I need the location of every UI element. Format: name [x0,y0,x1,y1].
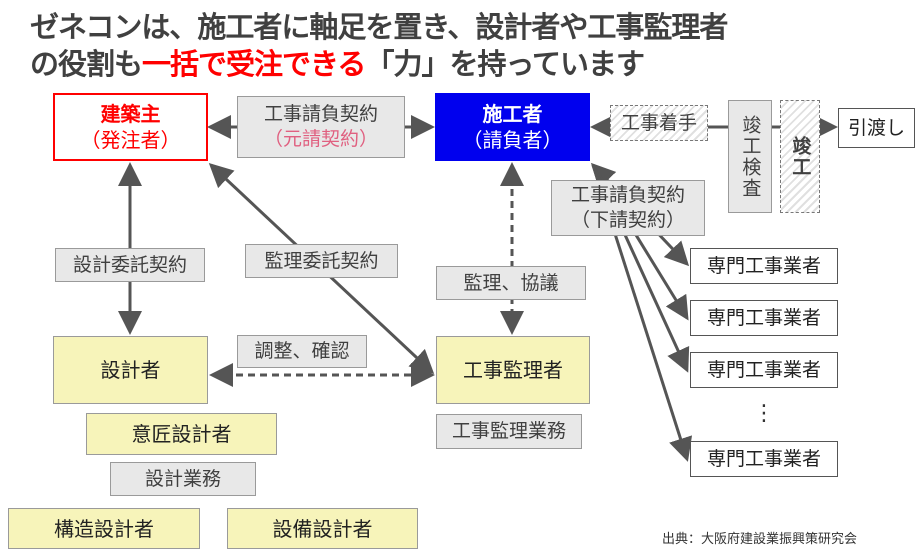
title-line2: の役割も一括で受注できる「力」を持っています [30,41,645,83]
title-part: 「力」を持っています [365,47,645,81]
specialist-box: 専門工事業者 [690,441,838,477]
handover: 引渡し [838,108,915,148]
supervision-work: 工事監理業務 [436,414,582,449]
title-line1: ゼネコンは、施工者に軸足を置き、設計者や工事監理者 [30,10,728,44]
label: （元請契約） [263,128,378,150]
title-highlight: 一括で受注できる [142,47,366,81]
source-note: 出典：大阪府建設業振興策研究会 [662,532,858,547]
structural-designer: 構造設計者 [8,508,200,549]
design-work: 設計業務 [110,462,256,496]
designer-box: 設計者 [53,336,208,404]
ellipsis: ⋮ [753,400,775,426]
supervisor-box: 工事監理者 [436,336,590,404]
contractor-box: 施工者（請負者） [435,93,590,161]
specialist-box: 専門工事業者 [690,300,838,336]
label: （請負者） [462,128,563,152]
label: （下請契約） [570,209,685,231]
construction-start: 工事着手 [610,105,708,141]
supervision-contract: 監理委託契約 [245,244,398,278]
supervision-talk: 監理、協議 [436,266,586,300]
completion-inspection: 竣工検査 [728,100,772,213]
design-contract: 設計委託契約 [55,248,205,282]
label: 建築主 [100,102,161,126]
label: 施工者 [482,102,543,126]
specialist-box: 専門工事業者 [690,248,838,284]
client-box: 建築主（発注者） [53,93,208,161]
label: （発注者） [80,128,181,152]
label: 工事請負契約 [263,103,378,126]
title-part: の役割も [30,47,143,81]
mep-designer: 設備設計者 [227,508,418,549]
completion: 竣工 [780,100,820,213]
specialist-box: 専門工事業者 [690,352,838,388]
sub-contract-box: 工事請負契約（下請契約） [551,180,705,236]
architectural-designer: 意匠設計者 [86,413,277,455]
main-contract-box: 工事請負契約（元請契約） [237,96,405,158]
coordination: 調整、確認 [237,335,367,368]
label: 工事請負契約 [570,184,685,207]
